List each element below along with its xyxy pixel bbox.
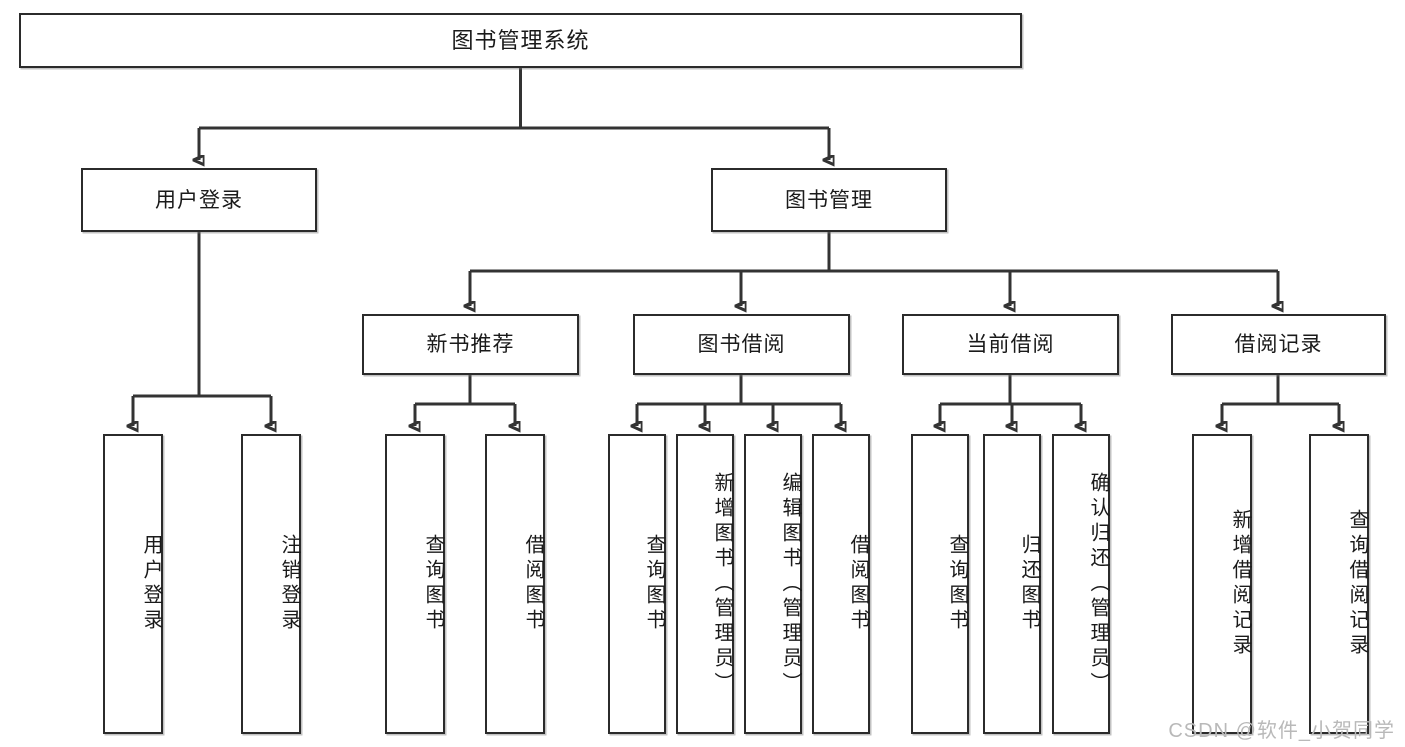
leaf-query-borrow-record[interactable]: 查询借阅记录 [1309, 434, 1369, 734]
leaf-query-book-recommend[interactable]: 查询图书 [385, 434, 445, 734]
node-book-manage[interactable]: 图书管理 [711, 168, 947, 232]
node-new-book-recommend[interactable]: 新书推荐 [362, 314, 579, 375]
leaf-add-book[interactable]: 新增图书（管理员） [676, 434, 734, 734]
leaf-return-book[interactable]: 归还图书 [983, 434, 1041, 734]
leaf-borrow-book-recommend[interactable]: 借阅图书 [485, 434, 545, 734]
leaf-query-book-borrow[interactable]: 查询图书 [608, 434, 666, 734]
node-book-borrow[interactable]: 图书借阅 [633, 314, 850, 375]
leaf-confirm-return[interactable]: 确认归还（管理员） [1052, 434, 1110, 734]
leaf-logout-login[interactable]: 注销登录 [241, 434, 301, 734]
node-root[interactable]: 图书管理系统 [19, 13, 1022, 68]
leaf-edit-book[interactable]: 编辑图书（管理员） [744, 434, 802, 734]
node-current-borrow[interactable]: 当前借阅 [902, 314, 1119, 375]
leaf-add-borrow-record[interactable]: 新增借阅记录 [1192, 434, 1252, 734]
leaf-query-book-current[interactable]: 查询图书 [911, 434, 969, 734]
node-user-login[interactable]: 用户登录 [81, 168, 317, 232]
leaf-user-login[interactable]: 用户登录 [103, 434, 163, 734]
node-borrow-record[interactable]: 借阅记录 [1171, 314, 1386, 375]
leaf-borrow-book[interactable]: 借阅图书 [812, 434, 870, 734]
csdn-watermark: CSDN @软件_小贺同学 [1168, 720, 1395, 742]
